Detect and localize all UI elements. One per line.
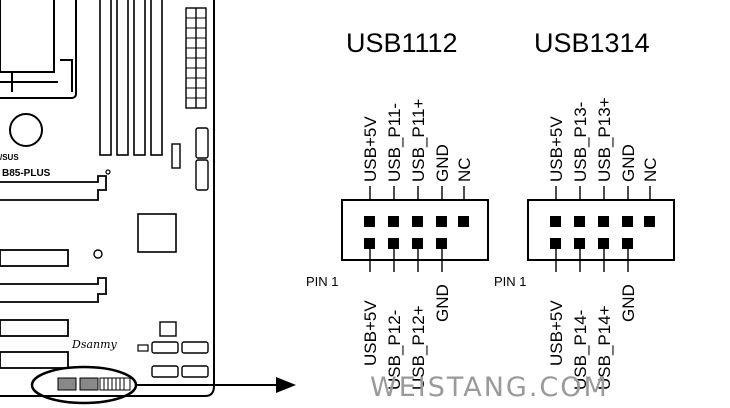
pin-label-top: GND — [433, 144, 452, 182]
pin-label-bottom: USB_P14+ — [595, 305, 614, 390]
pin-label-bottom: USB+5V — [547, 300, 566, 366]
ram-slots — [99, 0, 163, 156]
pin-label-top: NC — [455, 157, 474, 182]
pin-label-top: USB+5V — [361, 116, 380, 182]
atx-power-connector — [185, 7, 207, 109]
highlighted-usb-headers — [30, 365, 138, 405]
pin-label-top: NC — [641, 157, 660, 182]
connector-body — [527, 199, 675, 261]
pointer-arrow — [136, 377, 296, 393]
connector-usb1314: USB+5V USB_P13- USB_P13+ GND NC — [494, 97, 675, 390]
pin-label-top: GND — [619, 144, 638, 182]
pin-label-top: USB_P11+ — [409, 99, 428, 182]
pin-label-bottom: USB+5V — [361, 300, 380, 366]
pin-label-top: USB_P13- — [571, 102, 590, 182]
chipset — [137, 213, 177, 253]
pin-label-bottom: USB_P12+ — [409, 305, 428, 390]
board-brand: /SUS — [0, 153, 19, 162]
watermark: WEISTANG.COM — [370, 372, 609, 403]
board-signature: Dsanmy — [71, 338, 118, 351]
header-title-usb1112: USB1112 — [346, 28, 458, 58]
pcie-slots — [0, 175, 107, 369]
header-title-usb1314: USB1314 — [534, 28, 650, 58]
pin1-label: PIN 1 — [494, 274, 527, 289]
pin-label-top: USB+5V — [547, 116, 566, 182]
board-model: B85-PLUS — [2, 168, 51, 179]
pin-label-top: USB_P13+ — [595, 97, 614, 182]
cpu-socket — [0, 0, 77, 99]
pin-label-bottom: USB_P12- — [385, 310, 404, 390]
connector-body — [341, 199, 489, 261]
pin-label-bottom: GND — [619, 284, 638, 322]
cmos-battery — [9, 113, 43, 147]
motherboard — [0, 0, 215, 397]
pin-label-bottom: USB_P14- — [571, 310, 590, 390]
pin-label-bottom: GND — [433, 284, 452, 322]
pin-label-top: USB_P11- — [385, 103, 404, 182]
connector-usb1112: USB+5V USB_P11- USB_P11+ GND NC — [306, 99, 489, 390]
pin1-label: PIN 1 — [306, 274, 339, 289]
